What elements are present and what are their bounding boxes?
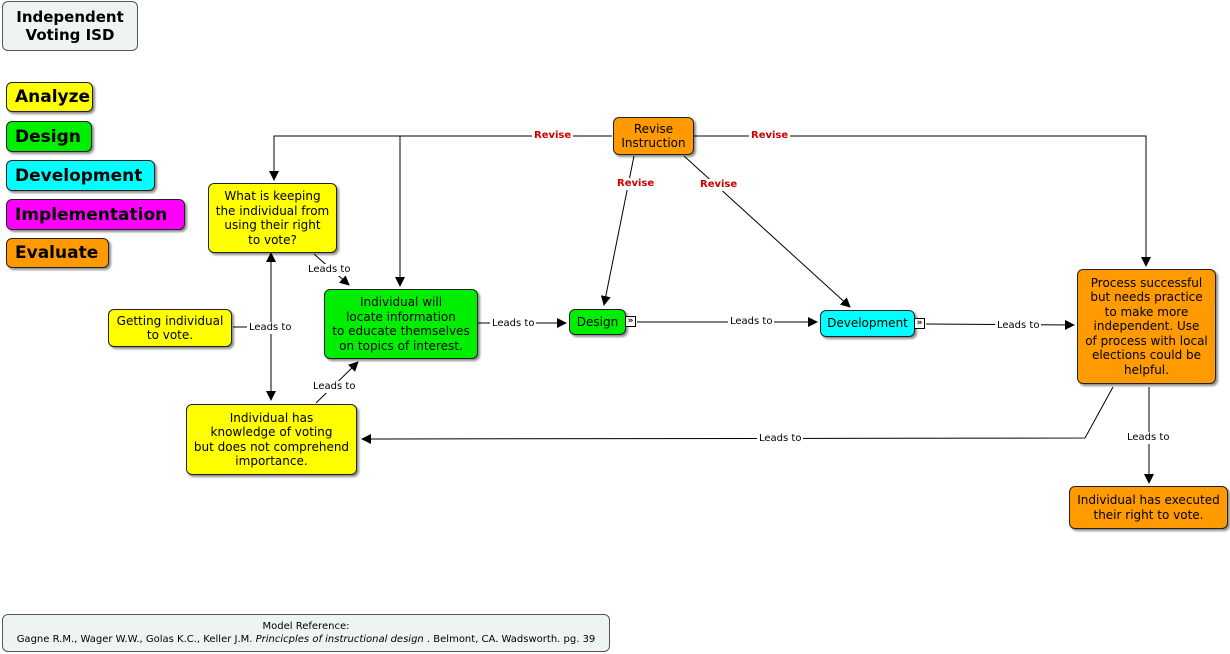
legend-implementation: Implementation — [6, 199, 185, 230]
node-what-keeping[interactable]: What is keeping the individual from usin… — [208, 183, 337, 253]
node-design-text: Design — [576, 314, 619, 329]
link-label-leads-to: Leads to — [728, 316, 775, 328]
diagram-title: Independent Voting ISD — [2, 1, 138, 51]
link-label-revise: Revise — [749, 130, 791, 142]
link-label-leads-to: Leads to — [490, 318, 537, 330]
node-has-knowledge[interactable]: Individual has knowledge of voting but d… — [186, 404, 357, 475]
model-reference: Model Reference: Gagne R.M., Wager W.W.,… — [2, 614, 610, 652]
node-getting-individual[interactable]: Getting individual to vote. — [108, 309, 232, 347]
link-label-leads-to: Leads to — [1125, 432, 1172, 444]
link-label-leads-to: Leads to — [306, 264, 353, 276]
link-label-revise: Revise — [615, 178, 657, 190]
node-executed[interactable]: Individual has executed their right to v… — [1069, 486, 1228, 529]
legend-development: Development — [6, 160, 155, 191]
node-executed-text: Individual has executed their right to v… — [1077, 493, 1220, 522]
node-development-text: Development — [827, 316, 908, 331]
node-locate-info[interactable]: Individual will locate information to ed… — [324, 289, 478, 359]
legend-design-label: Design — [15, 126, 81, 147]
node-locate-info-text: Individual will locate information to ed… — [332, 295, 470, 353]
node-development[interactable]: Development — [820, 310, 915, 337]
reference-book: Princicples of instructional design — [255, 634, 424, 645]
link-label-leads-to: Leads to — [757, 433, 804, 445]
legend-design: Design — [6, 121, 92, 152]
reference-heading: Model Reference: — [262, 621, 350, 632]
link-label-leads-to: Leads to — [311, 381, 358, 393]
legend-implementation-label: Implementation — [15, 204, 168, 225]
link-process-to-knowledge — [361, 386, 1114, 444]
reference-authors: Gagne R.M., Wager W.W., Golas K.C., Kell… — [16, 634, 256, 645]
link-label-leads-to: Leads to — [995, 320, 1042, 332]
double-chevron-right-icon[interactable]: » — [625, 316, 636, 327]
legend-analyze-label: Analyze — [15, 87, 91, 107]
node-revise-instruction-text: Revise Instruction — [621, 121, 686, 151]
node-has-knowledge-text: Individual has knowledge of voting but d… — [193, 410, 350, 469]
link-label-leads-to: Leads to — [247, 322, 294, 334]
legend-analyze: Analyze — [6, 82, 93, 112]
link-revise-to-process — [694, 135, 1151, 267]
link-label-revise: Revise — [532, 130, 574, 142]
link-label-revise: Revise — [698, 179, 740, 191]
legend-development-label: Development — [15, 165, 143, 186]
reference-rest: . Belmont, CA. Wadsworth. pg. 39 — [423, 634, 596, 645]
node-process-successful[interactable]: Process successful but needs practice to… — [1077, 269, 1216, 384]
reference-citation: Gagne R.M., Wager W.W., Golas K.C., Kell… — [3, 633, 609, 646]
legend-evaluate: Evaluate — [6, 238, 109, 268]
node-getting-individual-text: Getting individual to vote. — [116, 313, 224, 343]
legend-evaluate-label: Evaluate — [15, 243, 99, 263]
double-chevron-right-icon[interactable]: » — [914, 318, 925, 329]
diagram-title-text: Independent Voting ISD — [16, 8, 124, 44]
link-revise-to-what-keeping — [269, 135, 612, 181]
node-revise-instruction[interactable]: Revise Instruction — [613, 117, 694, 155]
node-process-successful-text: Process successful but needs practice to… — [1085, 275, 1208, 377]
node-what-keeping-text: What is keeping the individual from usin… — [215, 189, 330, 247]
node-design[interactable]: Design — [569, 309, 626, 335]
